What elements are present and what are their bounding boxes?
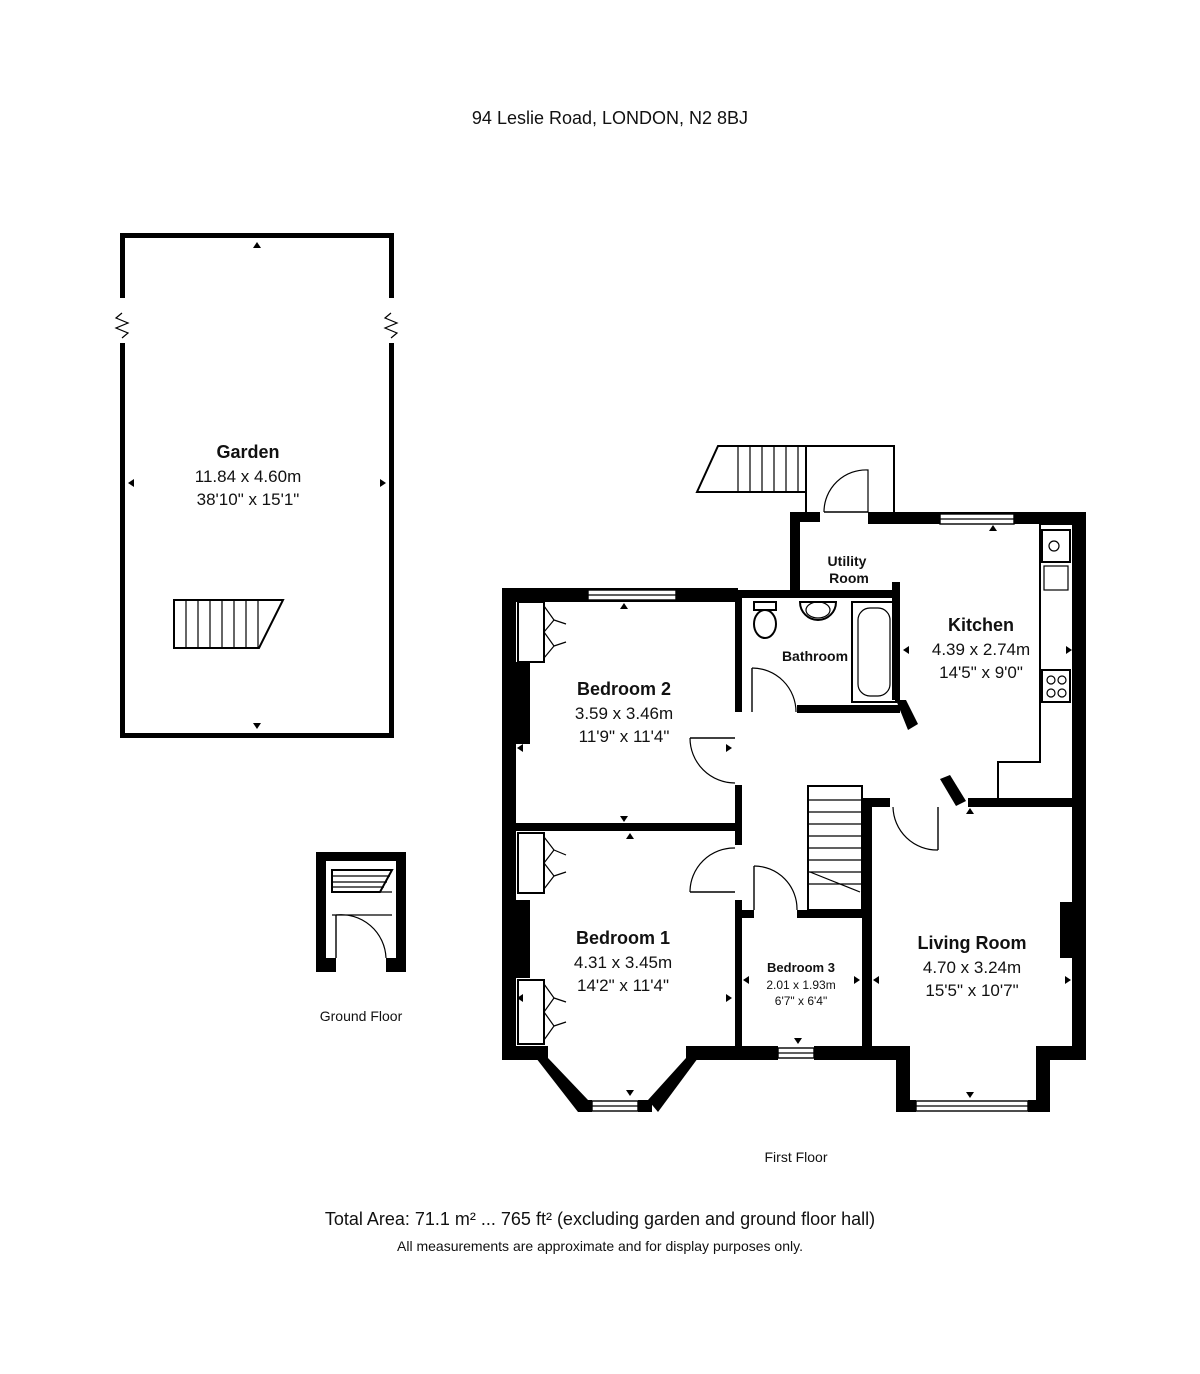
- bathroom-fixtures: [753, 601, 897, 703]
- ground-floor-label: Ground Floor: [320, 1008, 403, 1024]
- disclaimer: All measurements are approximate and for…: [397, 1238, 803, 1254]
- exterior-steps: [695, 445, 895, 512]
- bedroom2-metric: 3.59 x 3.46m: [575, 704, 673, 723]
- living-room-name: Living Room: [918, 933, 1027, 953]
- bedroom3-imperial: 6'7" x 6'4": [775, 994, 827, 1008]
- living-room-metric: 4.70 x 3.24m: [923, 958, 1021, 977]
- bedroom2-imperial: 11'9" x 11'4": [579, 727, 670, 746]
- bathroom-name: Bathroom: [782, 648, 848, 664]
- doors: [689, 469, 939, 911]
- kitchen-name: Kitchen: [948, 615, 1014, 635]
- bedroom2-name: Bedroom 2: [577, 679, 671, 699]
- garden-imperial: 38'10" x 15'1": [197, 490, 300, 509]
- utility-room-name-line1: Utility: [828, 553, 867, 569]
- garden-name: Garden: [216, 442, 279, 462]
- garden-metric: 11.84 x 4.60m: [195, 467, 301, 486]
- stairs: [807, 785, 863, 911]
- bedroom1-imperial: 14'2" x 11'4": [577, 976, 669, 995]
- windows: [587, 513, 1029, 1112]
- living-room-imperial: 15'5" x 10'7": [925, 981, 1018, 1000]
- bedroom1-metric: 4.31 x 3.45m: [574, 953, 672, 972]
- bedroom3-name: Bedroom 3: [767, 960, 835, 975]
- kitchen-metric: 4.39 x 2.74m: [932, 640, 1030, 659]
- bedroom1-name: Bedroom 1: [576, 928, 670, 948]
- utility-room-name-line2: Room: [829, 570, 869, 586]
- wardrobes: [517, 601, 567, 1045]
- garden-outline: [114, 233, 399, 738]
- first-floor-label: First Floor: [765, 1149, 828, 1165]
- first-floor-walls: [502, 512, 1086, 1112]
- kitchen-fixtures: [997, 523, 1072, 798]
- kitchen-imperial: 14'5" x 9'0": [939, 663, 1023, 682]
- property-address: 94 Leslie Road, LONDON, N2 8BJ: [472, 108, 748, 128]
- bedroom3-metric: 2.01 x 1.93m: [766, 978, 835, 992]
- total-area: Total Area: 71.1 m² ... 765 ft² (excludi…: [325, 1209, 875, 1229]
- ground-floor-plan: [316, 852, 406, 972]
- garden-steps: [173, 599, 285, 649]
- dimension-arrows: [517, 525, 1072, 1098]
